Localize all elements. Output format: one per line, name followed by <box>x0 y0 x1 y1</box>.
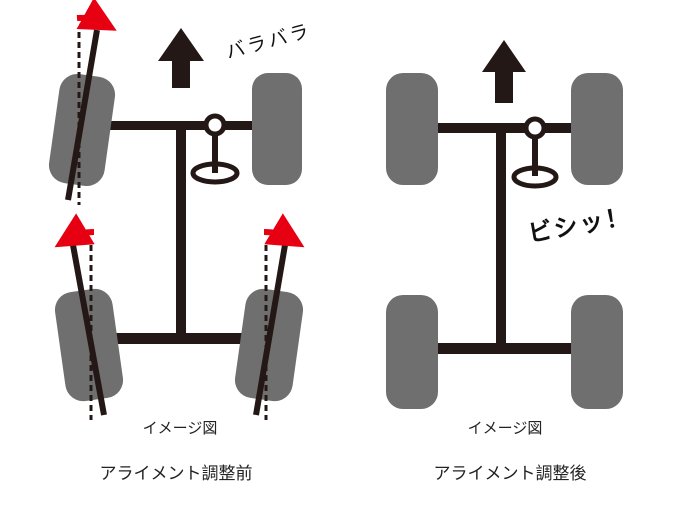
rear-axle <box>438 343 572 354</box>
car-before <box>48 0 305 420</box>
steering-joint <box>203 113 227 137</box>
tire-rear-right <box>571 295 623 409</box>
steering-column <box>532 136 538 176</box>
steering-column <box>212 133 218 173</box>
caption-after: アライメント調整後 <box>433 464 587 484</box>
image-note-before: イメージ図 <box>142 419 218 437</box>
steering-joint <box>523 116 547 140</box>
toe-line-rr <box>253 244 288 416</box>
tire-front-right <box>571 73 623 185</box>
rear-axle <box>114 333 246 344</box>
forward-arrow-icon <box>482 40 526 103</box>
steering-wheel <box>190 161 240 185</box>
toe-line-fl <box>65 29 100 201</box>
caption-before: アライメント調整前 <box>99 464 253 484</box>
red-arrow-rr-icon <box>263 213 305 248</box>
steering-wheel <box>511 165 559 189</box>
spine <box>496 128 506 350</box>
image-note-after: イメージ図 <box>467 419 543 437</box>
tire-rear-left <box>386 295 438 409</box>
toe-line-rl <box>70 244 107 416</box>
tire-front-left <box>386 73 438 185</box>
car-after <box>386 40 623 409</box>
red-arrow-fl-icon <box>76 0 117 31</box>
front-axle <box>108 121 254 130</box>
tire-front-right <box>252 73 302 185</box>
spine <box>176 126 186 338</box>
forward-arrow-icon <box>158 28 204 88</box>
red-arrow-rl-icon <box>54 213 95 248</box>
